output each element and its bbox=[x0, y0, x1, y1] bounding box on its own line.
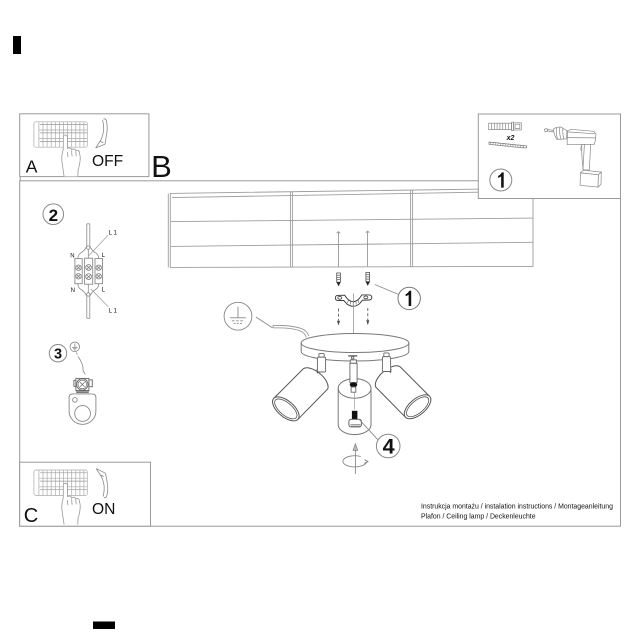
svg-text:3: 3 bbox=[54, 346, 62, 362]
svg-text:A: A bbox=[26, 157, 38, 177]
svg-text:N: N bbox=[70, 253, 74, 259]
svg-text:L: L bbox=[102, 253, 106, 259]
svg-text:B: B bbox=[151, 149, 172, 184]
svg-text:Plafon / Ceiling lamp / Decken: Plafon / Ceiling lamp / Deckenleuchte bbox=[421, 513, 536, 520]
svg-text:N: N bbox=[71, 288, 75, 294]
svg-text:L: L bbox=[102, 288, 106, 294]
svg-text:Instrukcja montażu / instalati: Instrukcja montażu / instalation instruc… bbox=[421, 504, 613, 511]
svg-text:L 1: L 1 bbox=[109, 307, 118, 314]
svg-text:C: C bbox=[24, 505, 38, 527]
svg-text:2: 2 bbox=[49, 206, 58, 225]
svg-text:4: 4 bbox=[383, 435, 395, 459]
svg-text:x2: x2 bbox=[506, 135, 515, 142]
svg-text:OFF: OFF bbox=[92, 153, 123, 170]
svg-text:L 1: L 1 bbox=[109, 229, 118, 236]
svg-text:ON: ON bbox=[92, 501, 115, 518]
